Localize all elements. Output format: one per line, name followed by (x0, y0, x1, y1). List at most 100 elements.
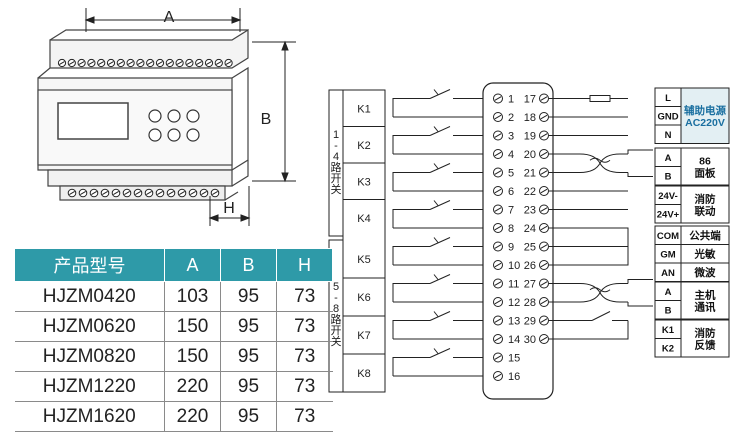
cell-h: 73 (276, 341, 333, 372)
cell-model: HJZM1620 (14, 401, 165, 432)
header-b: B (220, 248, 277, 282)
terminal-number: 22 (524, 186, 536, 198)
relay-label: K7 (357, 330, 370, 342)
cell-a: 220 (164, 401, 221, 432)
cell-h: 73 (276, 281, 333, 312)
cell-a: 150 (164, 311, 221, 342)
terminal-screw (493, 167, 503, 178)
header-a: A (164, 248, 221, 282)
terminal-screw (493, 297, 503, 307)
terminal-number: 19 (524, 131, 536, 143)
terminal-number: 5 (508, 168, 514, 180)
terminal-screw (87, 58, 96, 68)
terminal-screw (539, 334, 549, 344)
terminal-number: 14 (508, 334, 520, 346)
block-description: 主机 (695, 289, 716, 302)
terminal-screw (539, 186, 549, 196)
terminal-screw (493, 130, 503, 141)
terminal-screw (106, 58, 116, 68)
terminal-screw (136, 58, 145, 68)
terminal-screw (195, 58, 204, 68)
terminal-screw (493, 315, 503, 326)
dimension-b (252, 40, 296, 183)
relay-contact (392, 89, 493, 118)
block-terminal-label: 24V- (658, 191, 678, 202)
cell-model: HJZM0420 (14, 281, 165, 312)
relay-label: K2 (357, 140, 370, 152)
cell-b: 95 (220, 371, 277, 402)
terminal-number: 18 (524, 112, 536, 124)
relay-contact (392, 126, 493, 155)
block-terminal-label: B (665, 306, 672, 317)
relay-label: K5 (357, 254, 370, 266)
terminal-screw (122, 188, 132, 198)
relay-label: K4 (357, 213, 370, 225)
top-terminal-screws (57, 58, 233, 68)
relay-contact (392, 274, 493, 303)
terminal-number: 12 (508, 297, 520, 309)
terminal-number: 13 (508, 316, 520, 328)
dimension-a (84, 8, 242, 32)
terminal-number: 15 (508, 353, 520, 365)
dimension-h-label: H (223, 200, 235, 217)
terminal-number: 25 (524, 242, 536, 254)
terminal-screw (155, 58, 165, 68)
terminal-number: 3 (508, 131, 514, 143)
cell-a: 103 (164, 281, 221, 312)
terminal-screw (185, 58, 194, 68)
terminal-screw (493, 93, 503, 104)
cell-model: HJZM1220 (14, 371, 165, 402)
terminal-screw (78, 188, 88, 198)
block-description: 微波 (694, 266, 716, 279)
terminal-number: 10 (508, 260, 520, 272)
terminal-number: 20 (524, 149, 536, 161)
terminal-screw (493, 149, 503, 159)
terminal-screw (100, 188, 110, 198)
spec-table-header: 产品型号 A B H (14, 248, 333, 282)
block-description: 联动 (695, 205, 716, 218)
terminal-number: 23 (524, 205, 536, 217)
cell-b: 95 (220, 311, 277, 342)
terminal-screw (214, 58, 223, 68)
terminal-screw (175, 58, 184, 68)
block-description: 反馈 (695, 339, 716, 352)
terminal-screw (199, 188, 209, 198)
terminal-number: 16 (508, 371, 520, 383)
relay-contact (392, 348, 493, 377)
terminal-screw (210, 188, 220, 198)
block-description: 消防 (695, 193, 716, 206)
cell-h: 73 (276, 371, 333, 402)
relay-contact (392, 200, 493, 229)
block-terminal-label: GND (657, 112, 678, 123)
panel-button (167, 109, 181, 123)
terminal-screw (166, 188, 176, 198)
terminal-screw (539, 167, 549, 178)
terminal-screw (155, 188, 165, 198)
block-description: 光敏 (694, 248, 716, 261)
cell-a: 150 (164, 341, 221, 372)
fuse-icon (589, 95, 611, 102)
terminal-screw (144, 188, 154, 198)
terminal-screw (224, 58, 233, 68)
cell-b: 95 (220, 281, 277, 312)
terminal-number: 27 (524, 279, 536, 291)
terminal-screw (77, 58, 86, 68)
terminal-number: 24 (524, 223, 536, 235)
terminal-screw (539, 93, 549, 104)
terminal-screw (539, 112, 549, 122)
block-terminal-label: K1 (662, 325, 675, 336)
block-terminal-label: 24V+ (657, 210, 680, 221)
cell-h: 73 (276, 401, 333, 432)
terminal-number: 21 (524, 168, 536, 180)
terminal-number: 6 (508, 186, 514, 198)
bottom-terminal-screws (67, 188, 220, 198)
terminal-screw (493, 260, 503, 270)
